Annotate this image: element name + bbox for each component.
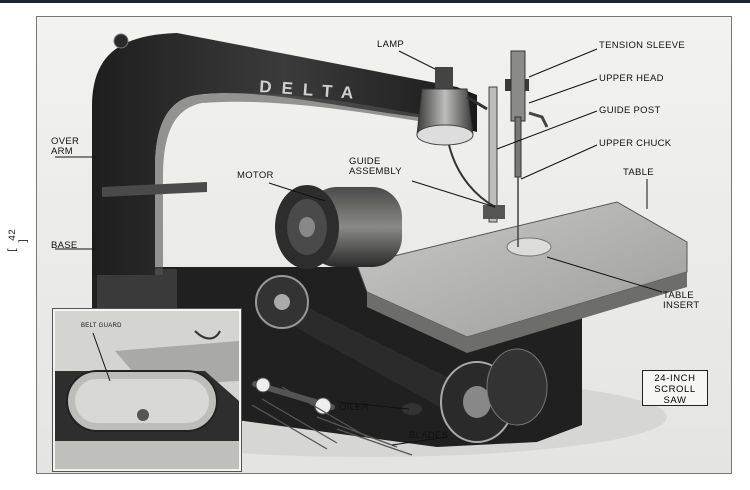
label-over-arm-1: OVER xyxy=(51,136,80,147)
inset-lamp-cord xyxy=(194,330,221,340)
drive-belt xyxy=(277,292,467,422)
label-base: BASE xyxy=(51,240,78,251)
arm-rib xyxy=(102,182,207,197)
label-tension-sleeve: TENSION SLEEVE xyxy=(599,40,686,51)
oiler-cup xyxy=(402,403,422,415)
upper-chuck xyxy=(514,116,522,178)
oiler xyxy=(252,377,335,415)
blades xyxy=(251,386,413,456)
label-table-insert-1: TABLE xyxy=(663,290,694,301)
label-belt-guard: BELT GUARD xyxy=(81,323,122,329)
model-caption: 24-INCH SCROLL SAW xyxy=(642,370,708,406)
base-highlight xyxy=(97,269,177,315)
guide-assembly xyxy=(483,205,505,219)
inset-callout-line xyxy=(92,332,111,382)
belt-guard-face xyxy=(75,379,209,423)
label-upper-head: UPPER HEAD xyxy=(599,73,664,84)
table-edge xyxy=(367,272,687,353)
belt-guard-illustration xyxy=(55,311,239,469)
belt-guard-bolt xyxy=(137,409,149,421)
inset-floor xyxy=(55,441,239,469)
tension-sleeve xyxy=(510,50,526,122)
arm-screw xyxy=(113,33,129,49)
model-caption-line-3: SAW xyxy=(663,395,687,406)
table-insert xyxy=(506,237,552,257)
model-caption-line-2: SCROLL xyxy=(654,384,696,395)
label-guide-post: GUIDE POST xyxy=(599,105,661,116)
label-motor: MOTOR xyxy=(237,170,274,181)
guide-post xyxy=(488,86,498,223)
page-number: [ 42 ] xyxy=(8,228,30,254)
callout-lines xyxy=(55,48,663,446)
top-rule xyxy=(0,0,750,3)
label-blades: BLADES xyxy=(409,430,449,441)
scroll-saw-photo: DELTA LAMP TENSION SLEEVE UPPER HEAD GUI… xyxy=(36,16,732,474)
crank-housing xyxy=(486,348,548,426)
motor xyxy=(275,185,402,269)
upper-head-knob xyxy=(528,111,549,128)
label-table-insert-2: INSERT xyxy=(663,300,700,311)
page-number-value: 42 xyxy=(8,228,19,241)
model-caption-line-1: 24-INCH xyxy=(654,373,696,384)
label-lamp: LAMP xyxy=(377,39,405,50)
label-guide-assembly-2: ASSEMBLY xyxy=(349,166,402,177)
drive-pulley-hub xyxy=(463,386,491,418)
label-guide-assembly-1: GUIDE xyxy=(349,156,381,167)
label-over-arm-2: ARM xyxy=(51,146,74,157)
motor-pulley-hub xyxy=(274,294,290,310)
label-oiler: OILER xyxy=(339,402,370,413)
label-upper-chuck: UPPER CHUCK xyxy=(599,138,672,149)
label-table: TABLE xyxy=(623,167,654,178)
belt-guard-inset: BELT GUARD xyxy=(53,309,241,471)
over-arm xyxy=(92,33,477,275)
lamp xyxy=(416,67,496,208)
